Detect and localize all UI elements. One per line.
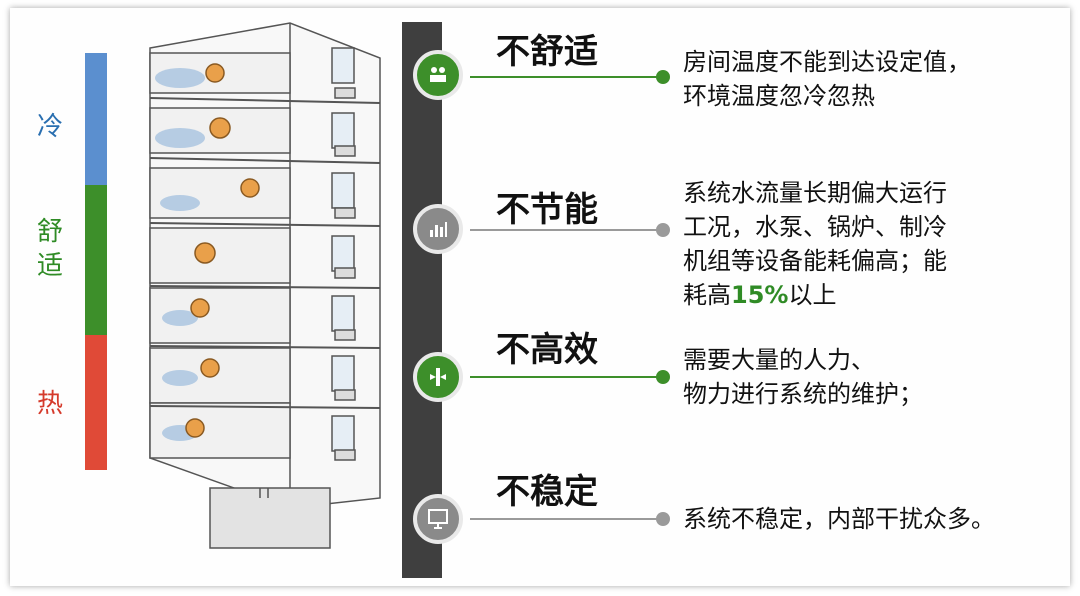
connector-dot <box>656 512 670 526</box>
connector-line <box>470 229 663 231</box>
item-title-inefficient: 不高效 <box>496 330 598 370</box>
connector-line <box>470 518 663 520</box>
item-desc-not-energy-saving: 系统水流量长期偏大运行 工况，水泵、锅炉、制冷 机组等设备能耗偏高；能 耗高15… <box>683 179 947 309</box>
item-title-unstable: 不稳定 <box>496 472 598 512</box>
item-title-uncomfortable: 不舒适 <box>496 32 598 72</box>
efficiency-icon <box>413 352 463 402</box>
item-desc-unstable: 系统不稳定，内部干扰众多。 <box>683 505 995 533</box>
cold-label: 冷 <box>36 112 63 142</box>
people-icon <box>413 50 463 100</box>
connector-dot <box>656 370 670 384</box>
energy-highlight: 15% <box>731 281 789 309</box>
timeline-divider <box>402 22 442 578</box>
hot-label: 热 <box>36 389 63 419</box>
connector-line <box>470 76 663 78</box>
item-desc-uncomfortable: 房间温度不能到达设定值， 环境温度忽冷忽热 <box>683 48 971 110</box>
connector-line <box>470 376 663 378</box>
item-title-not-energy-saving: 不节能 <box>496 190 598 230</box>
item-desc-inefficient: 需要大量的人力、 物力进行系统的维护； <box>683 346 923 408</box>
hot-bar <box>85 335 107 470</box>
presentation-icon <box>413 494 463 544</box>
bar-chart-icon <box>413 204 463 254</box>
connector-dot <box>656 70 670 84</box>
connector-dot <box>656 223 670 237</box>
comfort-bar <box>85 185 107 335</box>
building-illustration <box>149 22 381 549</box>
cold-bar <box>85 53 107 185</box>
comfort-label: 舒适 <box>36 217 63 281</box>
